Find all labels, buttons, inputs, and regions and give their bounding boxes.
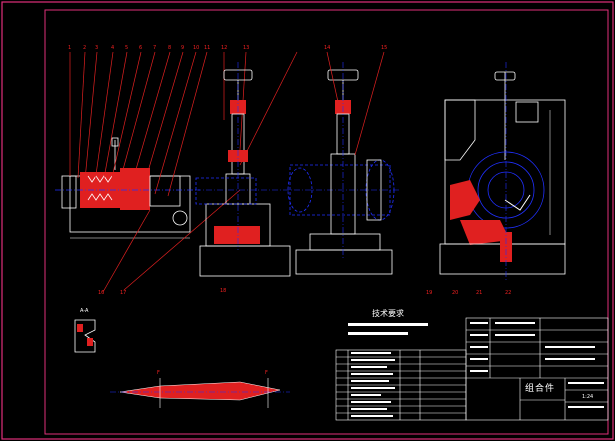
callout-7: 7 <box>153 45 157 51</box>
inner-border <box>44 9 609 435</box>
callout-11: 11 <box>204 45 211 51</box>
section-detail-a <box>74 319 96 353</box>
callout-1: 1 <box>68 45 72 51</box>
callout-5: 5 <box>125 45 129 51</box>
callout-3: 3 <box>95 45 99 51</box>
center-column-view-1 <box>195 62 400 277</box>
view-mark-f-left: F <box>157 370 160 376</box>
center-column-view-2 <box>295 62 393 275</box>
callout-18: 18 <box>220 288 227 294</box>
right-fixture-view <box>439 62 566 280</box>
left-assembly-view <box>55 137 200 239</box>
tech-requirements-title: 技术要求 <box>372 309 404 318</box>
section-label: A-A <box>80 308 89 314</box>
callout-19: 19 <box>426 290 433 296</box>
sheet-scale: 1:24 <box>582 394 594 400</box>
callout-6: 6 <box>139 45 143 51</box>
callout-17: 17 <box>120 290 127 296</box>
title-block <box>465 317 609 421</box>
hidden-shaft <box>195 159 395 221</box>
leader-lines-left <box>69 51 298 293</box>
table-text-bars <box>351 322 604 417</box>
callout-20: 20 <box>452 290 459 296</box>
leader-lines-mid <box>326 51 385 156</box>
callout-14: 14 <box>324 45 331 51</box>
view-mark-f-right: F <box>265 370 268 376</box>
callout-15: 15 <box>381 45 388 51</box>
callout-22: 22 <box>505 290 512 296</box>
callout-16: 16 <box>98 290 105 296</box>
tech-requirements-lines <box>348 323 428 335</box>
callout-9: 9 <box>181 45 185 51</box>
callout-12: 12 <box>221 45 228 51</box>
callout-2: 2 <box>83 45 87 51</box>
callout-4: 4 <box>111 45 115 51</box>
callout-10: 10 <box>193 45 200 51</box>
callout-8: 8 <box>168 45 172 51</box>
callout-21: 21 <box>476 290 483 296</box>
assembly-title: 组合件 <box>525 384 556 394</box>
bom-table <box>335 349 467 421</box>
callout-13: 13 <box>243 45 250 51</box>
tool-detail-view <box>110 378 290 408</box>
